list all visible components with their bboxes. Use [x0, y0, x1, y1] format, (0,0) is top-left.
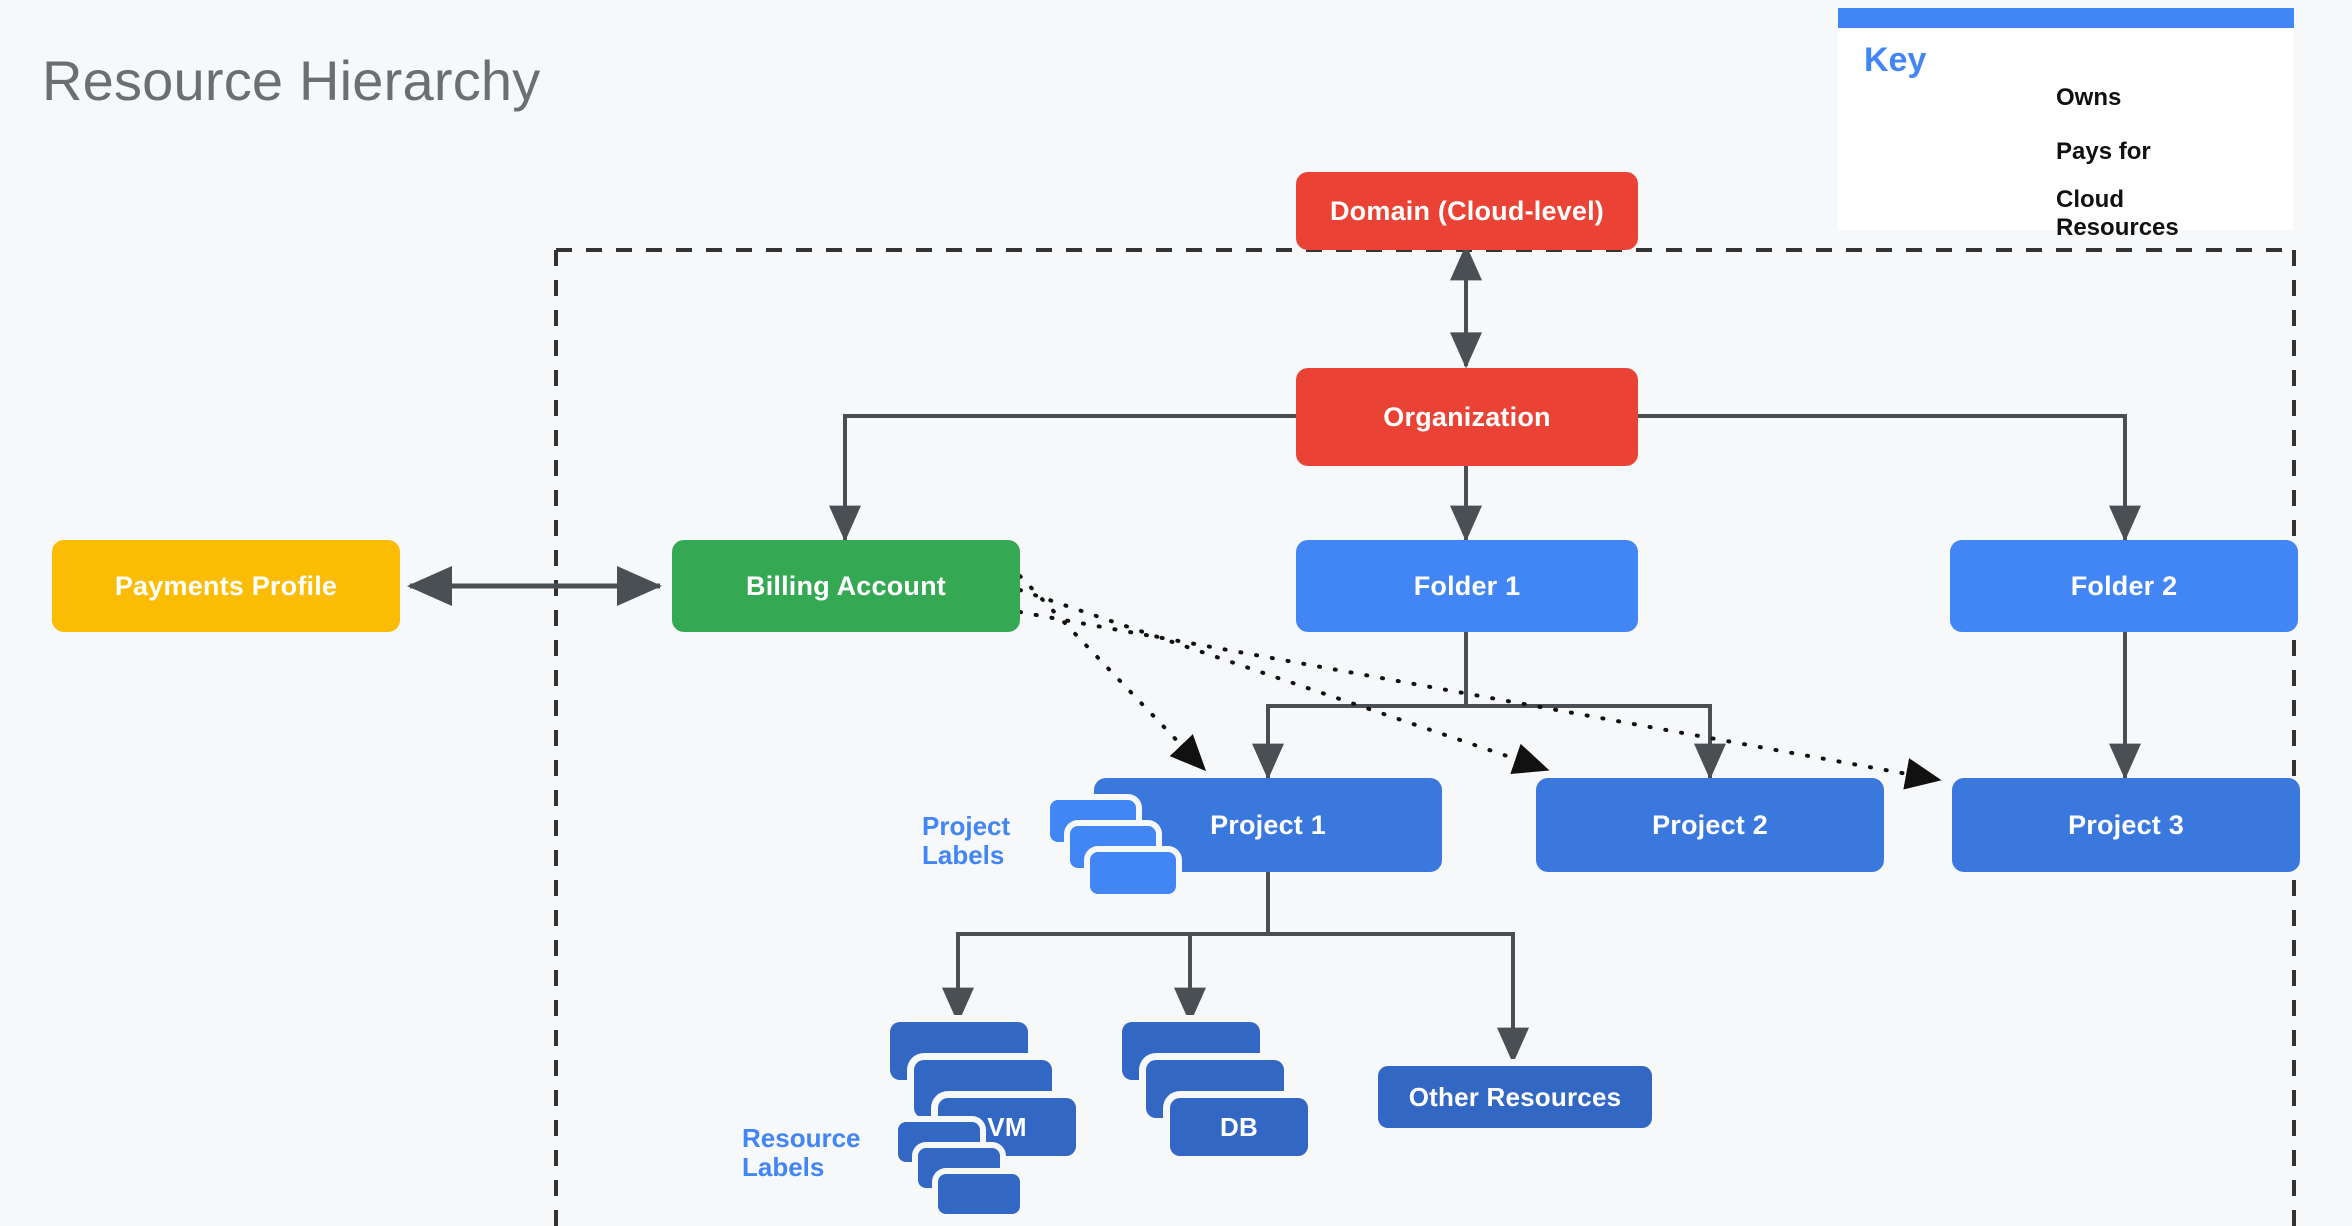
edge-billing-pays-project1 [1018, 574, 1207, 772]
db-resource-stack[interactable]: DB [1122, 1022, 1352, 1182]
project-labels-tag-stack [1050, 800, 1190, 900]
key-title: Key [1864, 41, 1927, 79]
resource-labels-tag-stack [898, 1122, 1038, 1222]
resource-label-tag [938, 1174, 1020, 1214]
node-domain[interactable]: Domain (Cloud-level) [1296, 172, 1638, 250]
node-billing-account[interactable]: Billing Account [672, 540, 1020, 632]
edge-billing-pays-project2 [1018, 588, 1550, 775]
node-folder-1[interactable]: Folder 1 [1296, 540, 1638, 632]
node-project-2[interactable]: Project 2 [1536, 778, 1884, 872]
key-legend: Key Owns Pays for Cloud Resources [1838, 8, 2294, 241]
key-label-cloud-resources: Cloud Resources [2056, 186, 2179, 242]
resource-labels-annotation: Resource Labels [742, 1123, 861, 1183]
key-label-owns: Owns [2056, 84, 2122, 111]
edge-project1-bus [958, 872, 1513, 936]
node-other-resources[interactable]: Other Resources [1378, 1066, 1652, 1128]
node-organization[interactable]: Organization [1296, 368, 1638, 466]
node-project-3[interactable]: Project 3 [1952, 778, 2300, 872]
page-title: Resource Hierarchy [42, 49, 541, 112]
key-accent-bar [1838, 8, 2294, 28]
key-row-cloud-resources: Cloud Resources [1864, 186, 2276, 243]
key-label-pays-for: Pays for [2056, 138, 2151, 165]
key-row-owns: Owns [1864, 84, 2276, 112]
db-card-front[interactable]: DB [1170, 1098, 1308, 1156]
project-label-tag [1090, 852, 1176, 894]
cloud-resources-boundary [554, 248, 2296, 1226]
key-row-pays-for: Pays for [1864, 138, 2276, 166]
edge-folder1-bus [1268, 632, 1710, 708]
project-labels-annotation: Project Labels [922, 811, 1011, 871]
node-payments-profile[interactable]: Payments Profile [52, 540, 400, 632]
node-folder-2[interactable]: Folder 2 [1950, 540, 2298, 632]
